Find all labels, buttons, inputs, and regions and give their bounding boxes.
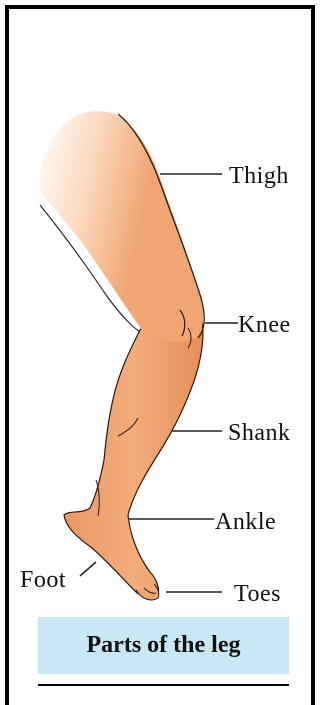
thigh-shape [39, 111, 203, 341]
figure-caption: Parts of the leg [38, 617, 289, 674]
label-toes: Toes [234, 582, 281, 606]
foot-leader [80, 562, 96, 576]
label-shank: Shank [228, 421, 291, 445]
caption-rule [38, 684, 289, 686]
label-foot: Foot [20, 568, 66, 592]
shank-shape [64, 305, 203, 597]
label-knee: Knee [238, 313, 291, 337]
label-ankle: Ankle [215, 510, 276, 534]
label-thigh: Thigh [229, 164, 289, 188]
